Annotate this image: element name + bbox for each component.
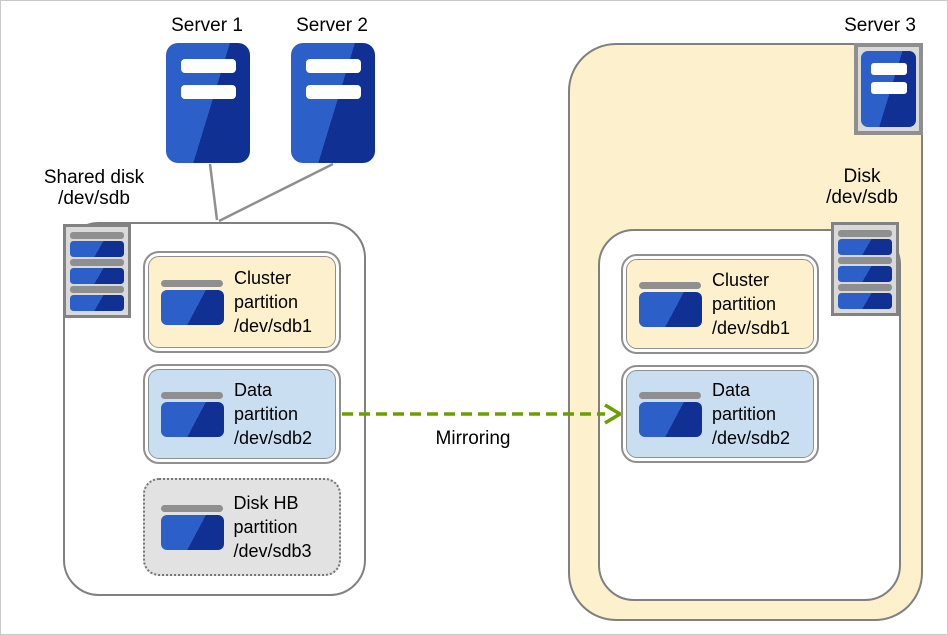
- disk-drive-icon: [838, 265, 892, 282]
- server2-icon: [291, 43, 375, 163]
- disk-platter-icon: [838, 283, 892, 291]
- server2-connector-line: [218, 162, 334, 223]
- shared-disk-stack-icon: [63, 224, 131, 318]
- server-slot-icon: [871, 63, 907, 75]
- shared-disk-label: Shared disk /dev/sdb: [43, 167, 145, 209]
- disk-platter-icon: [70, 285, 124, 293]
- partition-disk-icon: [639, 281, 703, 327]
- disk-drive-icon: [160, 514, 224, 550]
- disk-drive-icon: [70, 240, 124, 257]
- disk-drive-icon: [70, 294, 124, 311]
- left-diskhb-partition-label: Disk HB partition /dev/sdb3: [233, 493, 312, 561]
- partition-disk-icon: [639, 391, 703, 437]
- disk-platter-icon: [70, 231, 124, 239]
- disk-drive-icon: [70, 267, 124, 284]
- server3-label: Server 3: [844, 15, 916, 36]
- mirror-disk-stack-icon: [831, 222, 899, 316]
- server-slot-icon: [306, 59, 361, 73]
- left-data-partition-label: Data partition /dev/sdb2: [234, 380, 313, 448]
- disk-platter-icon: [639, 391, 701, 399]
- server-slot-icon: [181, 59, 236, 73]
- server-slot-icon: [871, 82, 907, 94]
- server1-label: Server 1: [171, 15, 243, 36]
- disk-platter-icon: [161, 279, 223, 287]
- disk-label: Disk /dev/sdb: [826, 166, 898, 208]
- left-diskhb-partition-box: Disk HB partition /dev/sdb3: [143, 478, 341, 576]
- server-slot-icon: [306, 85, 361, 99]
- server3-icon: [861, 51, 916, 127]
- disk-drive-icon: [161, 401, 224, 437]
- disk-drive-icon: [161, 289, 224, 325]
- left-data-partition-box: Data partition /dev/sdb2: [143, 364, 341, 464]
- server1-icon: [166, 43, 250, 163]
- mirroring-label: Mirroring: [435, 428, 511, 449]
- disk-drive-icon: [838, 238, 892, 255]
- disk-drive-icon: [639, 291, 702, 327]
- disk-platter-icon: [838, 256, 892, 264]
- partition-disk-icon: [160, 504, 225, 550]
- server-slot-icon: [181, 85, 236, 99]
- partition-disk-icon: [161, 391, 225, 437]
- disk-platter-icon: [838, 229, 892, 237]
- disk-platter-icon: [161, 391, 223, 399]
- server2-label: Server 2: [296, 15, 368, 36]
- disk-platter-icon: [160, 504, 223, 512]
- disk-drive-icon: [639, 401, 702, 437]
- right-cluster-partition-box: Cluster partition /dev/sdb1: [621, 254, 819, 354]
- left-cluster-partition-box: Cluster partition /dev/sdb1: [143, 251, 341, 353]
- disk-drive-icon: [838, 292, 892, 309]
- server1-connector-line: [208, 163, 219, 221]
- disk-platter-icon: [70, 258, 124, 266]
- left-cluster-partition-label: Cluster partition /dev/sdb1: [234, 268, 313, 336]
- right-data-partition-label: Data partition /dev/sdb2: [712, 380, 791, 448]
- disk-platter-icon: [639, 281, 701, 289]
- right-cluster-partition-label: Cluster partition /dev/sdb1: [712, 270, 791, 338]
- right-data-partition-box: Data partition /dev/sdb2: [621, 365, 819, 463]
- server3-icon-frame: [854, 43, 923, 135]
- partition-disk-icon: [161, 279, 225, 325]
